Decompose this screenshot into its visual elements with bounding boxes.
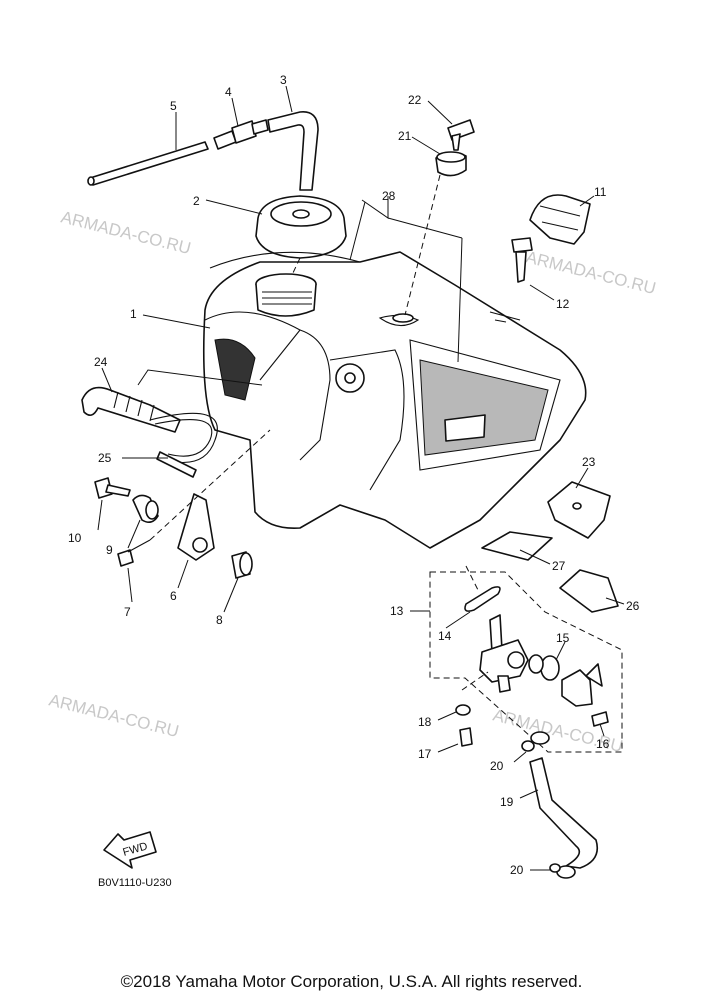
gasket-14-part [464, 586, 501, 612]
callout-label: 9 [106, 543, 113, 557]
damper-21-part [435, 151, 467, 177]
fuel-cock-part [479, 614, 529, 693]
callout-label: 20 [490, 759, 504, 773]
screw-12-part [511, 237, 533, 283]
screw-16-part [591, 711, 609, 727]
callout-label: 16 [596, 737, 610, 751]
o-ring-15-part [528, 654, 560, 681]
callout-label: 13 [390, 604, 404, 618]
callout-label: 1 [130, 307, 137, 321]
callout-labels: 1 2 3 4 5 6 7 8 9 10 11 12 13 14 15 16 1… [68, 73, 640, 877]
callout-label: 14 [438, 629, 452, 643]
fuel-tank-part [202, 251, 587, 549]
clip-11-part [529, 194, 591, 245]
callout-label: 4 [225, 85, 232, 99]
band-24-part [81, 386, 181, 433]
bolt-10-part [94, 477, 131, 499]
callout-label: 5 [170, 99, 177, 113]
hose-clip-lower-part [549, 863, 576, 879]
bracket-23-part [547, 481, 611, 539]
callout-label: 20 [510, 863, 524, 877]
damper-9-part [132, 494, 159, 524]
bolt-17-part [459, 727, 473, 747]
watermark: ARMADA-CO.RU [47, 690, 181, 741]
bolt-7-part [117, 539, 151, 567]
bolt-22-part [447, 119, 475, 151]
hose-clip-upper-part [521, 731, 550, 752]
breather-hose-part [267, 111, 319, 191]
callout-label: 23 [582, 455, 596, 469]
hose-part [87, 141, 209, 186]
bracket-6-part [177, 493, 215, 561]
callout-label: 22 [408, 93, 422, 107]
callout-label: 3 [280, 73, 287, 87]
callout-label: 11 [594, 185, 607, 199]
callout-label: 18 [418, 715, 432, 729]
fwd-arrow-icon: FWD [103, 831, 157, 869]
band-25-part [149, 412, 218, 478]
fuel-cock-assy-region [429, 571, 623, 753]
callout-label: 19 [500, 795, 514, 809]
collar-8-part [231, 551, 253, 579]
leader-lines [97, 85, 625, 871]
tank-cap-part [255, 195, 347, 259]
callout-label: 7 [124, 605, 131, 619]
callout-label: 8 [216, 613, 223, 627]
fuel-hose-part [529, 757, 599, 869]
callout-label: 12 [556, 297, 570, 311]
lever-part [561, 663, 603, 707]
callout-label: 25 [98, 451, 112, 465]
diagram-code: B0V1110-U230 [98, 877, 172, 889]
pad-parts [481, 531, 619, 613]
callout-label: 2 [193, 194, 200, 208]
callout-label: 28 [382, 189, 396, 203]
callout-label: 10 [68, 531, 82, 545]
washer-18-part [455, 704, 471, 716]
callout-label: 27 [552, 559, 566, 573]
copyright-notice: ©2018 Yamaha Motor Corporation, U.S.A. A… [120, 972, 583, 991]
callout-label: 21 [398, 129, 412, 143]
check-valve-part [213, 119, 269, 150]
watermark: ARMADA-CO.RU [59, 207, 193, 258]
callout-label: 26 [626, 599, 640, 613]
callout-label: 24 [94, 355, 108, 369]
callout-label: 15 [556, 631, 570, 645]
callout-label: 17 [418, 747, 432, 761]
watermark: ARMADA-CO.RU [524, 247, 658, 298]
callout-label: 6 [170, 589, 177, 603]
